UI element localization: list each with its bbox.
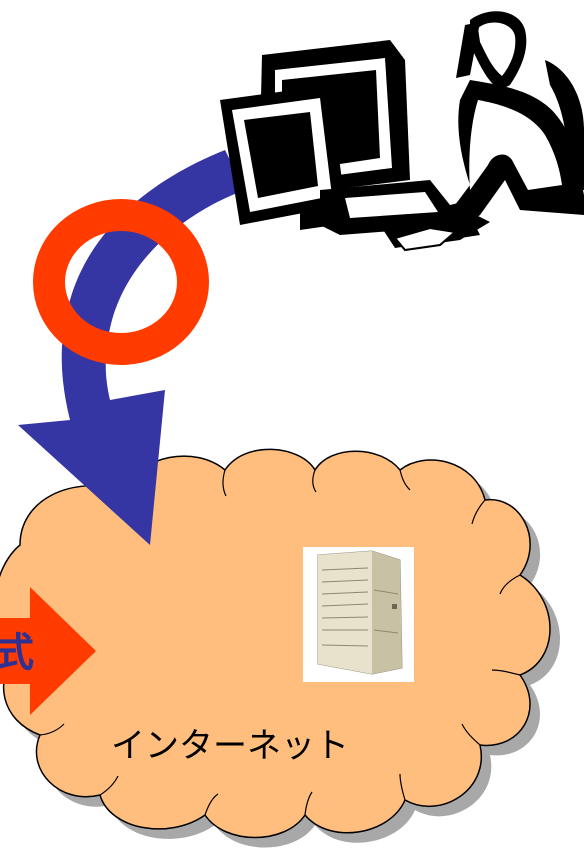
server-tower-icon <box>303 547 414 682</box>
person-at-computer-icon <box>220 11 584 250</box>
internet-label: インターネット <box>111 726 349 766</box>
left-arrow-label: 式 <box>0 630 34 676</box>
